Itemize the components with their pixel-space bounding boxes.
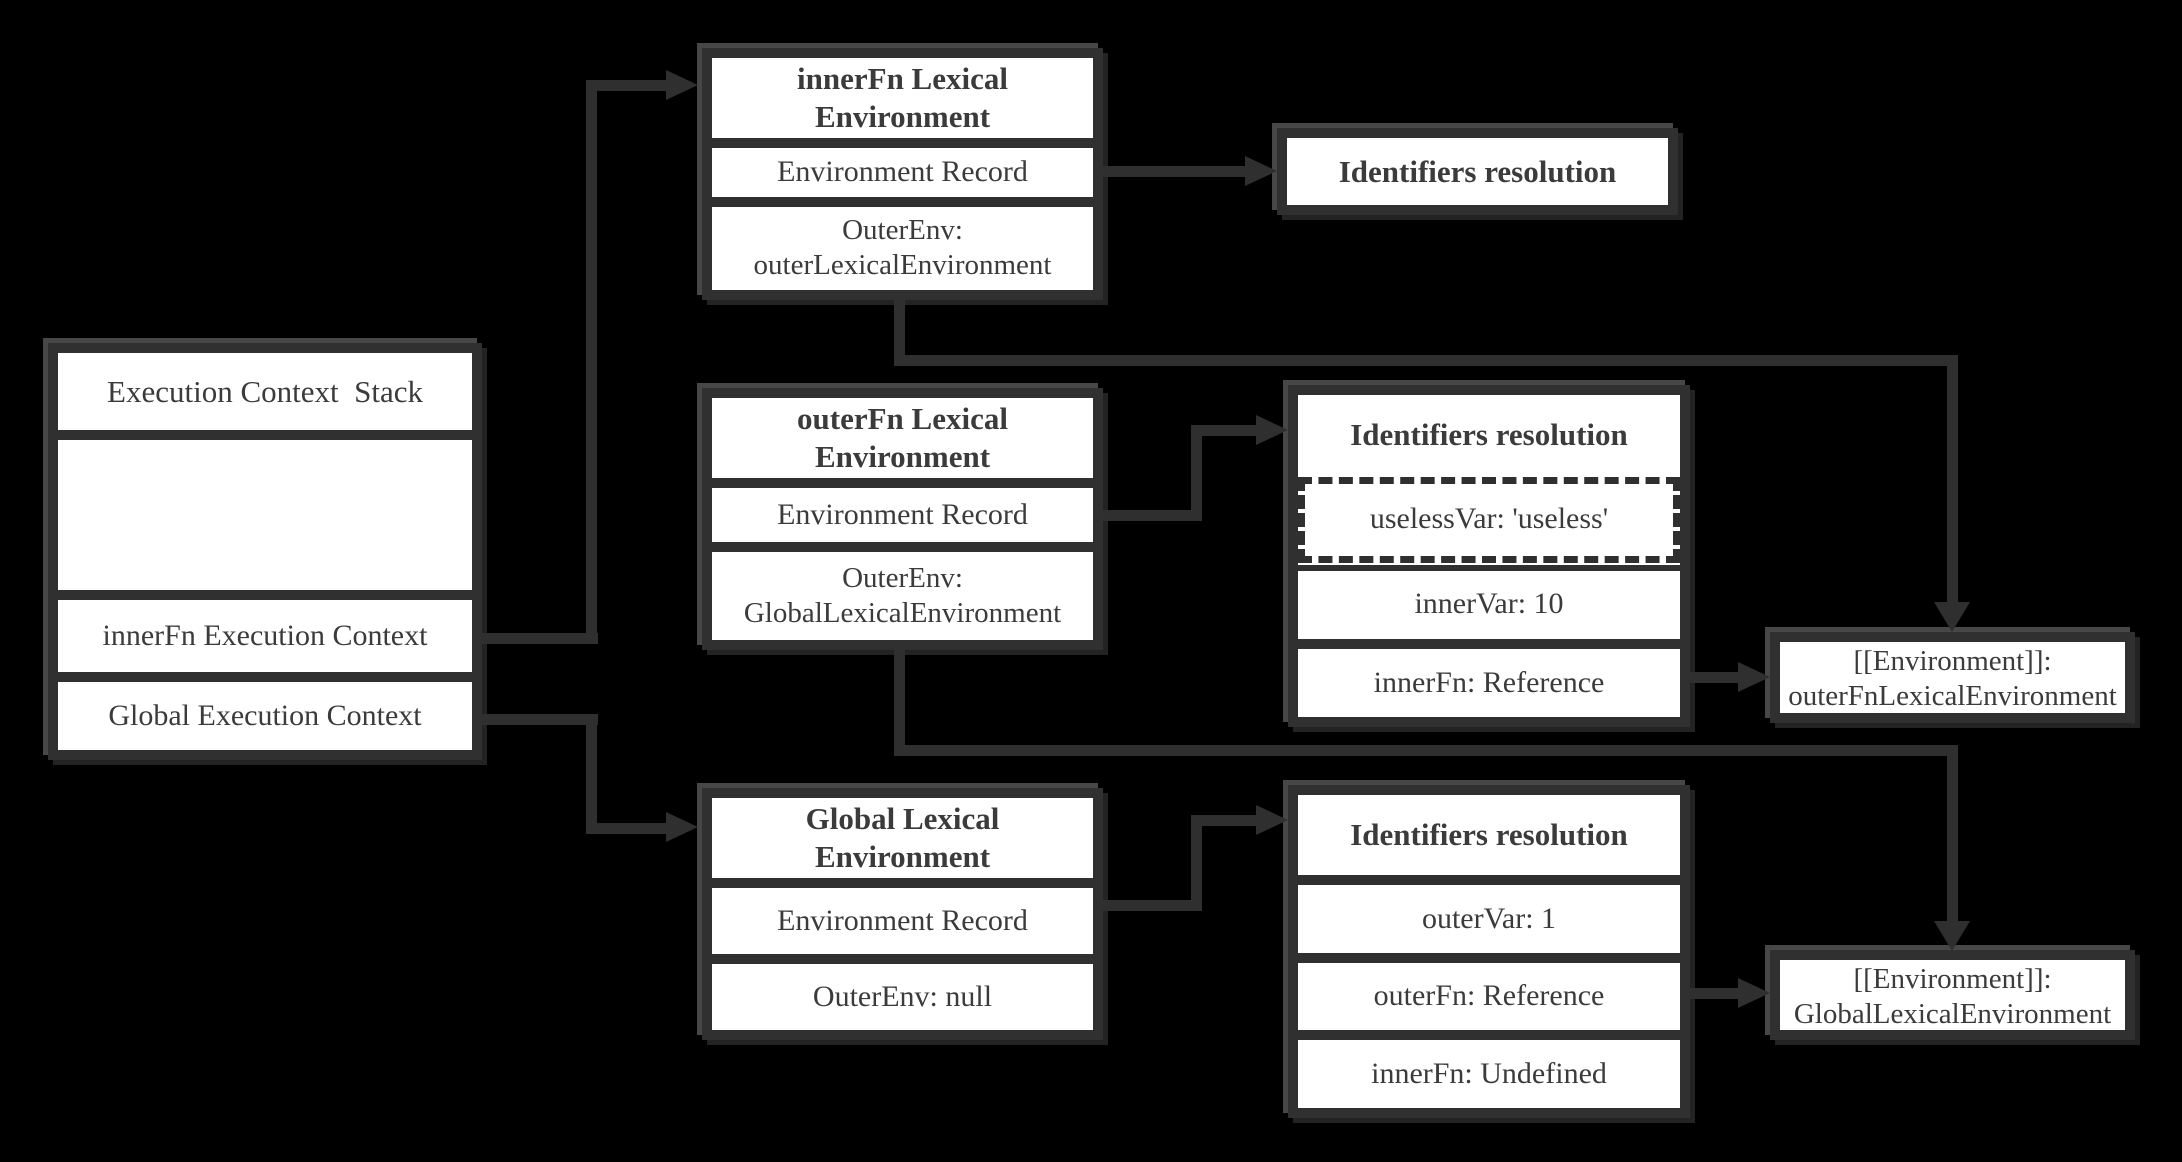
outervar-row: outerVar: 1 [1298,875,1680,953]
identifiers-resolution-outerfn-box: Identifiers resolution uselessVar: 'usel… [1288,385,1690,727]
connector-global-ec-v [586,714,597,834]
outerfn-outerenv-value: GlobalLexicalEnvironment [743,596,1062,629]
outerfn-lexical-environment-title: outerFn Lexical Environment [797,401,1008,474]
arrowhead-right-icon [1738,978,1770,1008]
outerfn-outerenv-row: OuterEnv: GlobalLexicalEnvironment [712,541,1093,640]
environment-ref-outerfn-text: [[Environment]]: outerFnLexicalEnvironme… [1780,642,2125,717]
connector-innerfn-record-h [1103,166,1251,177]
connector-innerfn-ec-v [586,80,597,644]
arrowhead-right-icon [1738,662,1770,692]
environment-ref-outerfn-value: outerFnLexicalEnvironment [1788,680,2117,713]
identifiers-resolution-global-box: Identifiers resolution outerVar: 1 outer… [1288,785,1690,1118]
innervar-row: innerVar: 10 [1298,564,1680,639]
innerfn-undefined-row: innerFn: Undefined [1298,1030,1680,1108]
outerfn-lexical-environment-box: outerFn Lexical Environment Environment … [702,388,1103,650]
environment-ref-global-value: GlobalLexicalEnvironment [1793,998,2112,1031]
innerfn-outerenv-label: OuterEnv: [842,213,963,246]
connector-outerfn-outerenv-v2 [1947,745,1958,923]
connector-global-record-h2 [1191,815,1261,826]
identifiers-resolution-innerfn-box: Identifiers resolution [1277,128,1678,215]
connector-innerfn-outerenv-v2 [1947,355,1958,605]
arrowhead-right-icon [666,812,698,842]
stack-row-global-execution-context: Global Execution Context [58,672,472,750]
stack-row-innerfn-execution-context: innerFn Execution Context [58,590,472,672]
innerfn-reference-row: innerFn: Reference [1298,638,1680,717]
arrowhead-right-icon [1256,805,1288,835]
connector-outerfn-outerenv-h [894,745,1958,756]
innerfn-lexical-environment-box: innerFn Lexical Environment Environment … [702,48,1103,300]
global-lexical-environment-box: Global Lexical Environment Environment R… [702,788,1103,1040]
connector-innerfn-ec-h2 [586,80,676,91]
connector-outerfn-record-v [1191,425,1202,521]
arrowhead-right-icon [666,70,698,100]
connector-outerfn-reference-h [1690,988,1745,999]
connector-innerfn-ec-h1 [482,633,598,644]
identifiers-resolution-outerfn-title: Identifiers resolution [1350,417,1628,453]
identifiers-resolution-global-title: Identifiers resolution [1350,817,1628,853]
innerfn-lexical-environment-title: innerFn Lexical Environment [797,61,1008,134]
arrowhead-down-icon [1934,602,1970,632]
connector-global-ec-h1 [482,714,598,725]
connector-outerfn-record-h2 [1191,425,1261,436]
connector-innerfn-outerenv-v1 [894,300,905,366]
identifiers-resolution-innerfn-title: Identifiers resolution [1338,153,1617,189]
innerfn-environment-record-row: Environment Record [712,137,1093,197]
global-environment-record-row: Environment Record [712,878,1093,954]
global-outerenv-row: OuterEnv: null [712,954,1093,1030]
outerfn-environment-record-row: Environment Record [712,478,1093,542]
connector-outerfn-outerenv-v1 [894,650,905,756]
connector-global-record-v [1191,815,1202,911]
connector-outerfn-record-h1 [1103,510,1202,521]
execution-context-stack-box: Execution Context Stack innerFn Executio… [48,343,482,760]
environment-ref-outerfn-box: [[Environment]]: outerFnLexicalEnvironme… [1770,632,2135,723]
innerfn-outerenv-value: outerLexicalEnvironment [753,249,1052,282]
connector-global-ec-h2 [586,823,676,834]
connector-innerfn-outerenv-h [894,355,1958,366]
environment-ref-outerfn-label: [[Environment]]: [1853,645,2052,677]
environment-ref-global-label: [[Environment]]: [1853,963,2052,995]
outerfn-reference-row: outerFn: Reference [1298,952,1680,1031]
arrowhead-down-icon [1934,921,1970,951]
environment-ref-global-box: [[Environment]]: GlobalLexicalEnvironmen… [1770,950,2135,1040]
execution-context-stack-title: Execution Context Stack [107,373,423,409]
arrowhead-right-icon [1256,415,1288,445]
connector-global-record-h1 [1103,900,1202,911]
connector-innerfn-reference-h [1690,672,1745,683]
outerfn-outerenv-label: OuterEnv: [842,561,963,594]
global-lexical-environment-title: Global Lexical Environment [805,801,1000,874]
environment-ref-global-text: [[Environment]]: GlobalLexicalEnvironmen… [1780,960,2125,1035]
uselessvar-row: uselessVar: 'useless' [1298,477,1680,563]
innerfn-outerenv-row: OuterEnv: outerLexicalEnvironment [712,196,1093,290]
arrowhead-right-icon [1245,156,1277,186]
stack-empty-cell [58,430,472,590]
